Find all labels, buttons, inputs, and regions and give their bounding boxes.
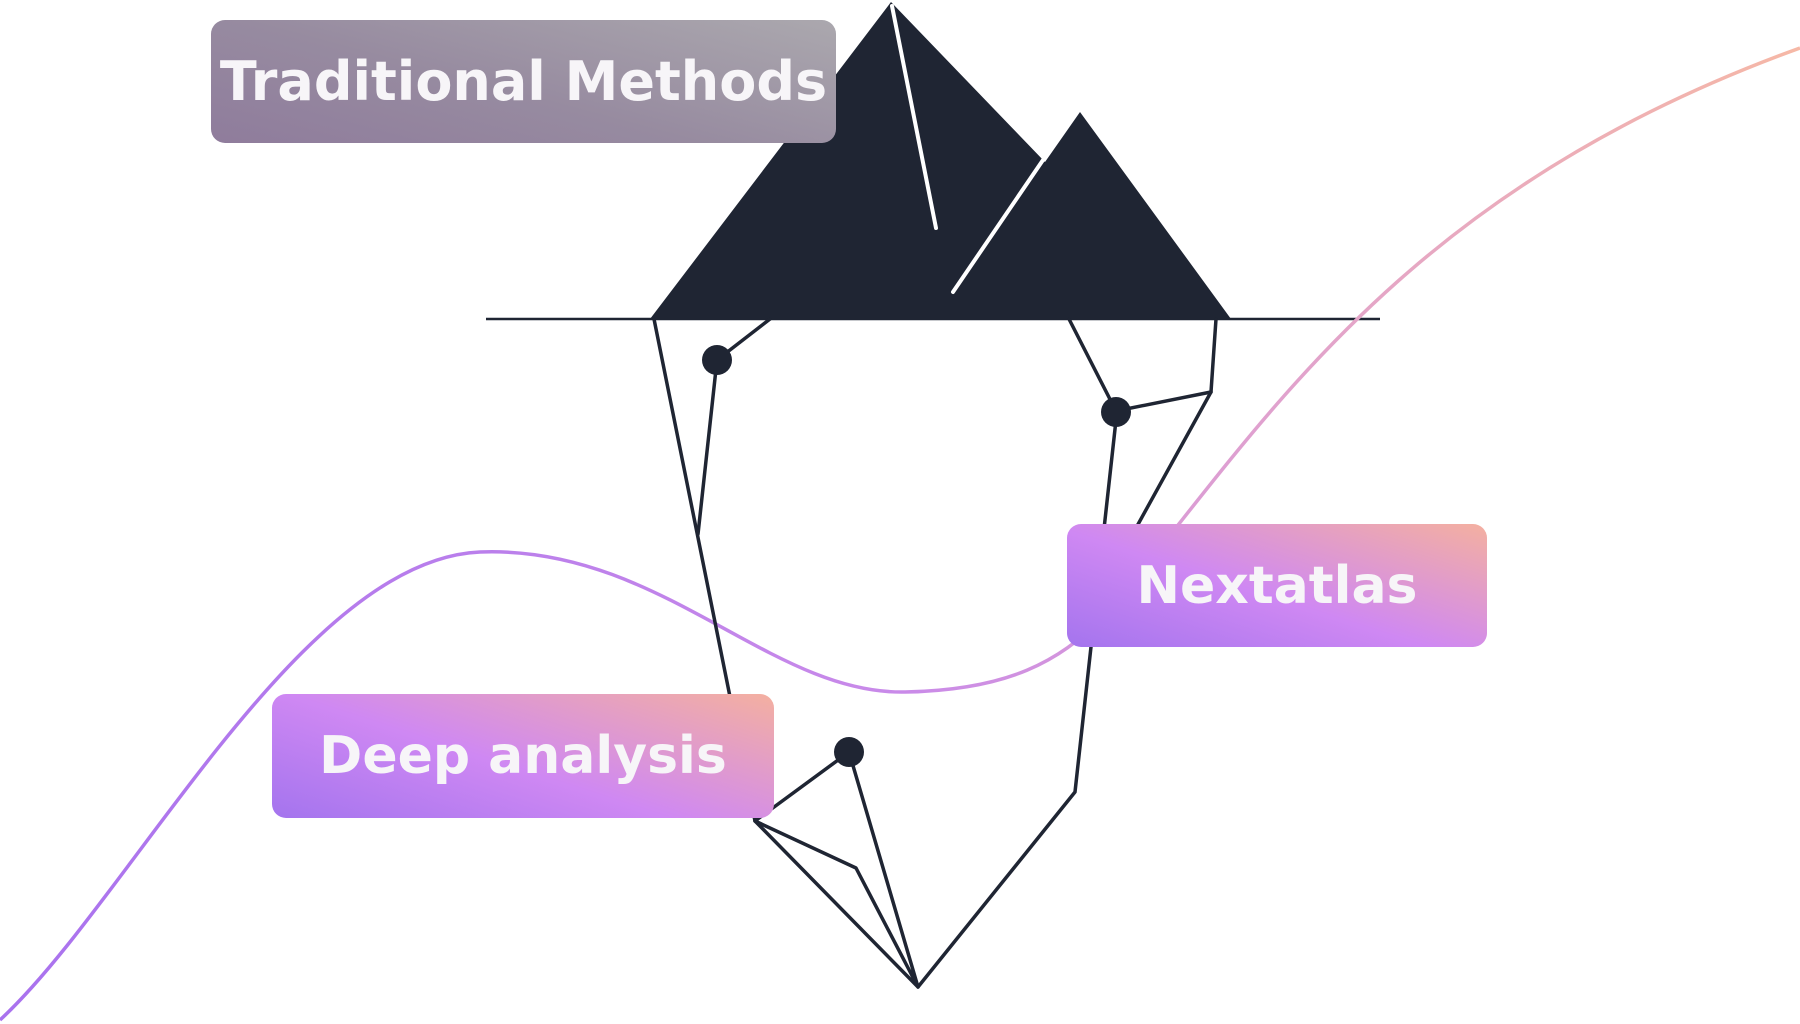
node-upper-right: [1101, 397, 1131, 427]
iceberg-submerged: [652, 317, 1218, 989]
node-upper-left: [702, 345, 732, 375]
trend-curve: [0, 46, 1800, 1022]
tip-crack-left: [890, 4, 938, 230]
node-lower: [834, 737, 864, 767]
tip-crack-right: [951, 158, 1045, 294]
iceberg-tip: [650, 2, 1231, 319]
deep-analysis-text: Deep analysis: [319, 726, 727, 786]
nextatlas-text: Nextatlas: [1136, 555, 1418, 616]
deep-analysis-label: Deep analysis: [272, 694, 774, 818]
traditional-methods-text: Traditional Methods: [219, 50, 828, 113]
nextatlas-label: Nextatlas: [1067, 524, 1487, 647]
traditional-methods-label: Traditional Methods: [211, 20, 836, 143]
